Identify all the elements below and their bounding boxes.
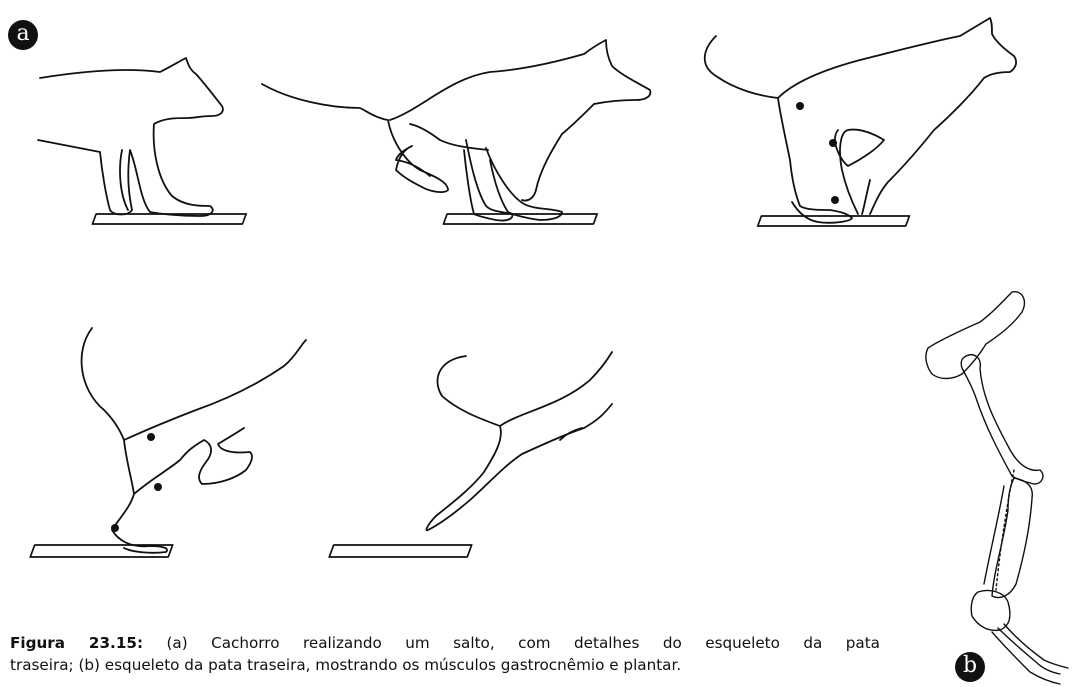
joint-dot-ankle	[831, 196, 839, 204]
dog-figure-4	[30, 328, 306, 557]
platform-5	[329, 545, 471, 557]
caption-line-2: traseira; (b) esqueleto da pata traseira…	[10, 654, 880, 676]
panel-b-label: b	[955, 652, 985, 682]
platform-3	[758, 216, 910, 226]
joint-dot-knee	[829, 139, 837, 147]
tibia-bone	[992, 478, 1032, 598]
dog-figure-2	[262, 40, 650, 224]
femur-bone	[961, 355, 1043, 484]
caption-line-1: Figura 23.15: (a) Cachorro realizando um…	[10, 632, 880, 654]
dog-3-outline	[705, 18, 1016, 223]
dog-figure-5	[329, 352, 612, 557]
dog-figure-3	[705, 18, 1016, 226]
dog-1-outline	[38, 58, 223, 216]
hind-leg-skeleton	[926, 292, 1068, 684]
caption-figure-label: Figura 23.15:	[10, 634, 143, 652]
dog-5-outline	[426, 352, 612, 530]
pelvis-bone	[926, 292, 1024, 379]
dog-4-outline	[82, 328, 306, 553]
dog-2-outline	[262, 40, 650, 221]
caption-text-1: (a) Cachorro realizando um salto, com de…	[143, 634, 880, 652]
fibula-bone	[984, 486, 1004, 584]
joint-dot-ankle-4	[111, 524, 119, 532]
joint-dot-knee-4	[154, 483, 162, 491]
dog-figure-1	[38, 58, 246, 224]
dog-1-leg-detail	[120, 150, 128, 210]
figure-caption: Figura 23.15: (a) Cachorro realizando um…	[10, 632, 880, 676]
metatarsal-bones	[992, 624, 1068, 684]
joint-dot-hip	[796, 102, 804, 110]
joint-dot-hip-4	[147, 433, 155, 441]
